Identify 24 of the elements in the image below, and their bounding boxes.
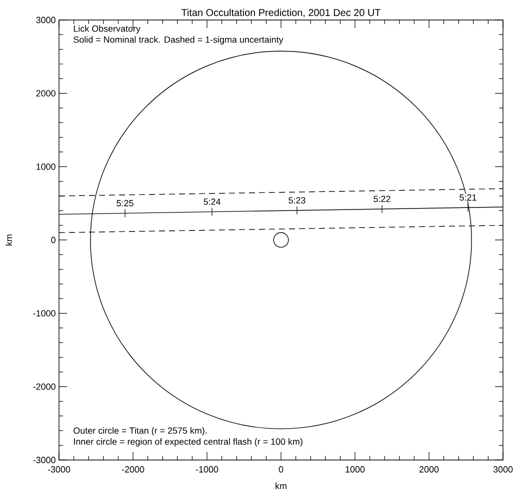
- time-label: 5:24: [202, 198, 222, 206]
- tick-label: 2000: [36, 90, 56, 96]
- tick-label: -3000: [48, 466, 70, 473]
- note-text: Solid = Nominal track. Dashed = 1-sigma uncertainty: [74, 36, 284, 45]
- tick-label: 2000: [419, 466, 439, 473]
- axis-label: km: [276, 482, 286, 489]
- tick-label: 0: [278, 466, 284, 473]
- note-text: Inner circle = region of expected central flash (r = 100 km): [74, 438, 302, 447]
- note-text: Outer circle = Titan (r = 2575 km).: [74, 427, 207, 436]
- tick-label: 1000: [346, 466, 365, 473]
- note-text: Lick Observatory: [74, 25, 140, 34]
- tick-label: -3000: [33, 456, 56, 464]
- tick-label: 1000: [36, 163, 56, 170]
- tick-label: -1000: [196, 466, 218, 473]
- chart-title: Titan Occultation Prediction, 2001 Dec 20 UT: [181, 8, 380, 18]
- tick-label: -2000: [33, 383, 56, 390]
- tick-label: 3000: [493, 466, 513, 473]
- tick-label: 0: [51, 236, 56, 244]
- tick-label: -2000: [122, 466, 144, 473]
- tick-label: -1000: [33, 310, 56, 316]
- time-label: 5:23: [288, 196, 306, 204]
- tick-label: 3000: [36, 16, 56, 24]
- time-label: 5:22: [372, 195, 392, 203]
- axis-label: km: [6, 234, 12, 246]
